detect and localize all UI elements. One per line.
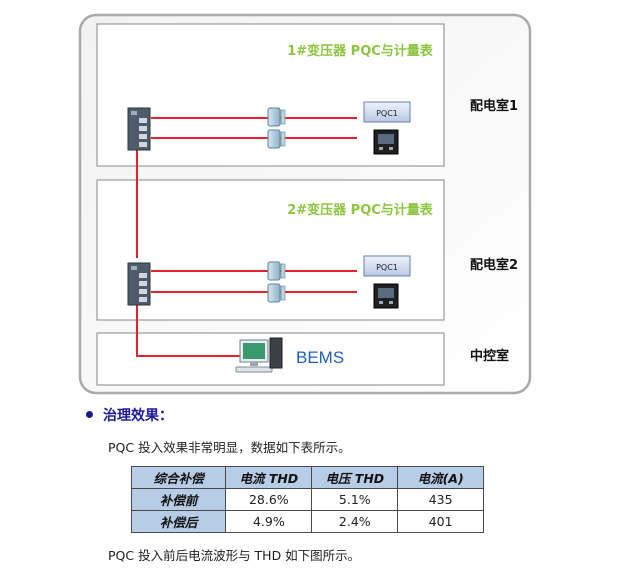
transformer-title-2: 2#变压器 PQC与计量表: [287, 202, 434, 218]
table-cell: 5.1%: [311, 488, 399, 511]
bems-label: BEMS: [296, 348, 344, 367]
transformer-title-1: 1#变压器 PQC与计量表: [287, 43, 434, 59]
table-header: 电压 THD: [311, 466, 399, 489]
bullet-icon: [86, 411, 93, 418]
room-label-1: 配电室1: [470, 98, 518, 114]
converter-icon: [267, 283, 286, 303]
network-diagram: PQC1 PQC1 1#变压器 PQC与计量表 2#变压器 PQC与计量表 BE…: [78, 13, 532, 395]
converter-icon: [267, 129, 286, 149]
table-cell: 435: [397, 488, 484, 511]
pqc-device-1: PQC1: [363, 101, 411, 123]
table-header: 电流(A): [397, 466, 484, 489]
table-header-row: 综合补偿 电流 THD 电压 THD 电流(A): [130, 466, 484, 489]
room-label-2: 配电室2: [470, 257, 518, 273]
pqc-label: PQC1: [376, 109, 398, 118]
table-row: 补偿后 4.9% 2.4% 401: [130, 510, 484, 533]
pqc-device-2: PQC1: [363, 255, 411, 277]
row-label: 补偿前: [130, 488, 227, 511]
intro-text: PQC 投入效果非常明显，数据如下表所示。: [108, 440, 351, 455]
pqc-label: PQC1: [376, 263, 398, 272]
table-cell: 401: [397, 510, 484, 533]
table-header: 综合补偿: [130, 466, 227, 489]
section-heading: 治理效果：: [103, 407, 173, 423]
results-table: 综合补偿 电流 THD 电压 THD 电流(A) 补偿前 28.6% 5.1% …: [130, 466, 484, 533]
table-row: 补偿前 28.6% 5.1% 435: [130, 488, 484, 511]
computer-icon: [235, 337, 283, 373]
switch-icon: [127, 262, 151, 306]
converter-icon: [267, 107, 286, 127]
table-cell: 28.6%: [225, 488, 313, 511]
power-meter-icon: [373, 129, 399, 155]
converter-icon: [267, 261, 286, 281]
table-header: 电流 THD: [225, 466, 313, 489]
table-cell: 4.9%: [225, 510, 313, 533]
power-meter-icon: [373, 283, 399, 309]
switch-icon: [127, 107, 151, 151]
row-label: 补偿后: [130, 510, 227, 533]
room-label-3: 中控室: [470, 348, 509, 364]
table-cell: 2.4%: [311, 510, 399, 533]
outro-text: PQC 投入前后电流波形与 THD 如下图所示。: [108, 548, 361, 563]
